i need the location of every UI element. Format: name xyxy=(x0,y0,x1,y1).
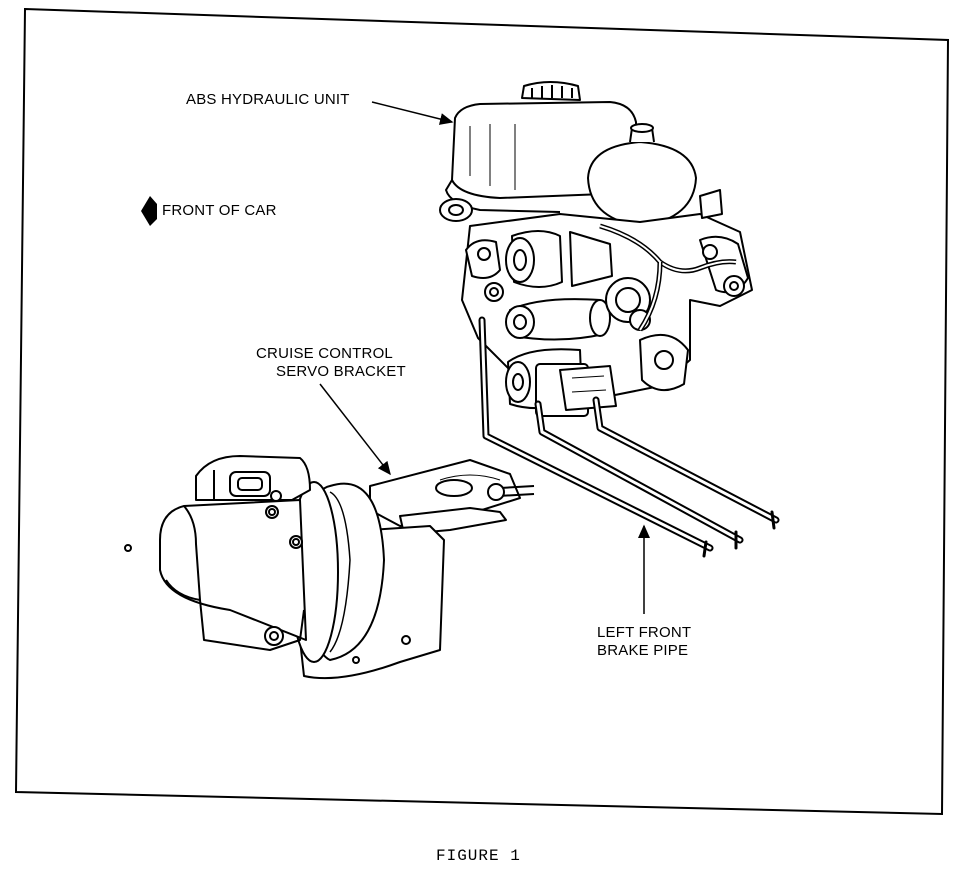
cruise-control-label-line1: CRUISE CONTROL xyxy=(256,345,393,362)
figure-border xyxy=(14,7,950,816)
abs-hydraulic-unit xyxy=(439,81,753,417)
brake-pipe-label-line1: LEFT FRONT xyxy=(597,624,692,641)
cruise-control-label-line2: SERVO BRACKET xyxy=(276,363,406,380)
abs-hydraulic-unit-label: ABS HYDRAULIC UNIT xyxy=(186,91,350,108)
brake-pipes xyxy=(478,316,780,558)
cruise-control-servo xyxy=(124,455,535,680)
front-of-car-label: FRONT OF CAR xyxy=(162,202,277,219)
abs-leader-arrow xyxy=(371,101,454,125)
brake-pipe-label-line2: BRAKE PIPE xyxy=(597,642,689,659)
figure-caption: FIGURE 1 xyxy=(436,847,521,865)
cruise-leader-arrow xyxy=(319,383,391,476)
front-direction-arrow-icon xyxy=(141,196,157,226)
